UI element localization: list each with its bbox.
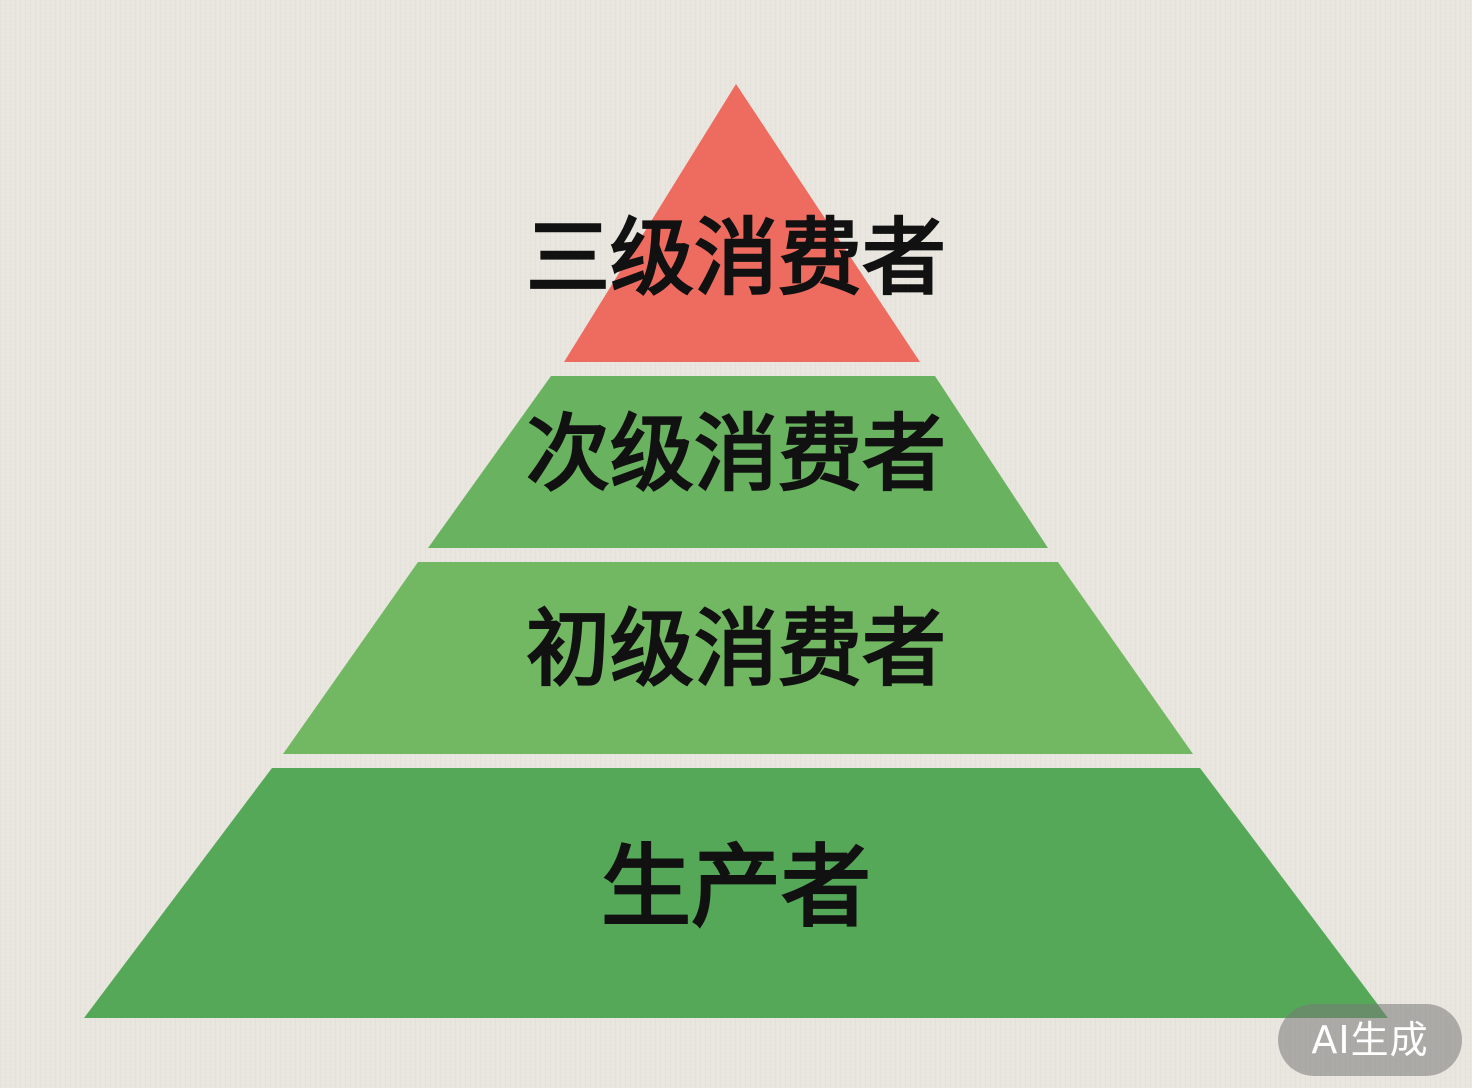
tier-primary-consumer-shape bbox=[283, 562, 1193, 754]
tier-producer-shape bbox=[84, 768, 1388, 1018]
tier-secondary-consumer-label: 次级消费者 bbox=[526, 405, 946, 503]
tier-primary-consumer-label: 初级消费者 bbox=[526, 600, 946, 698]
tier-tertiary-consumer-shape bbox=[564, 84, 920, 362]
tier-producer-label: 生产者 bbox=[601, 835, 871, 940]
ai-generated-badge: AI生成 bbox=[1278, 1004, 1462, 1076]
tier-secondary-consumer-shape bbox=[428, 376, 1048, 548]
tier-tertiary-consumer-label: 三级消费者 bbox=[526, 209, 946, 307]
